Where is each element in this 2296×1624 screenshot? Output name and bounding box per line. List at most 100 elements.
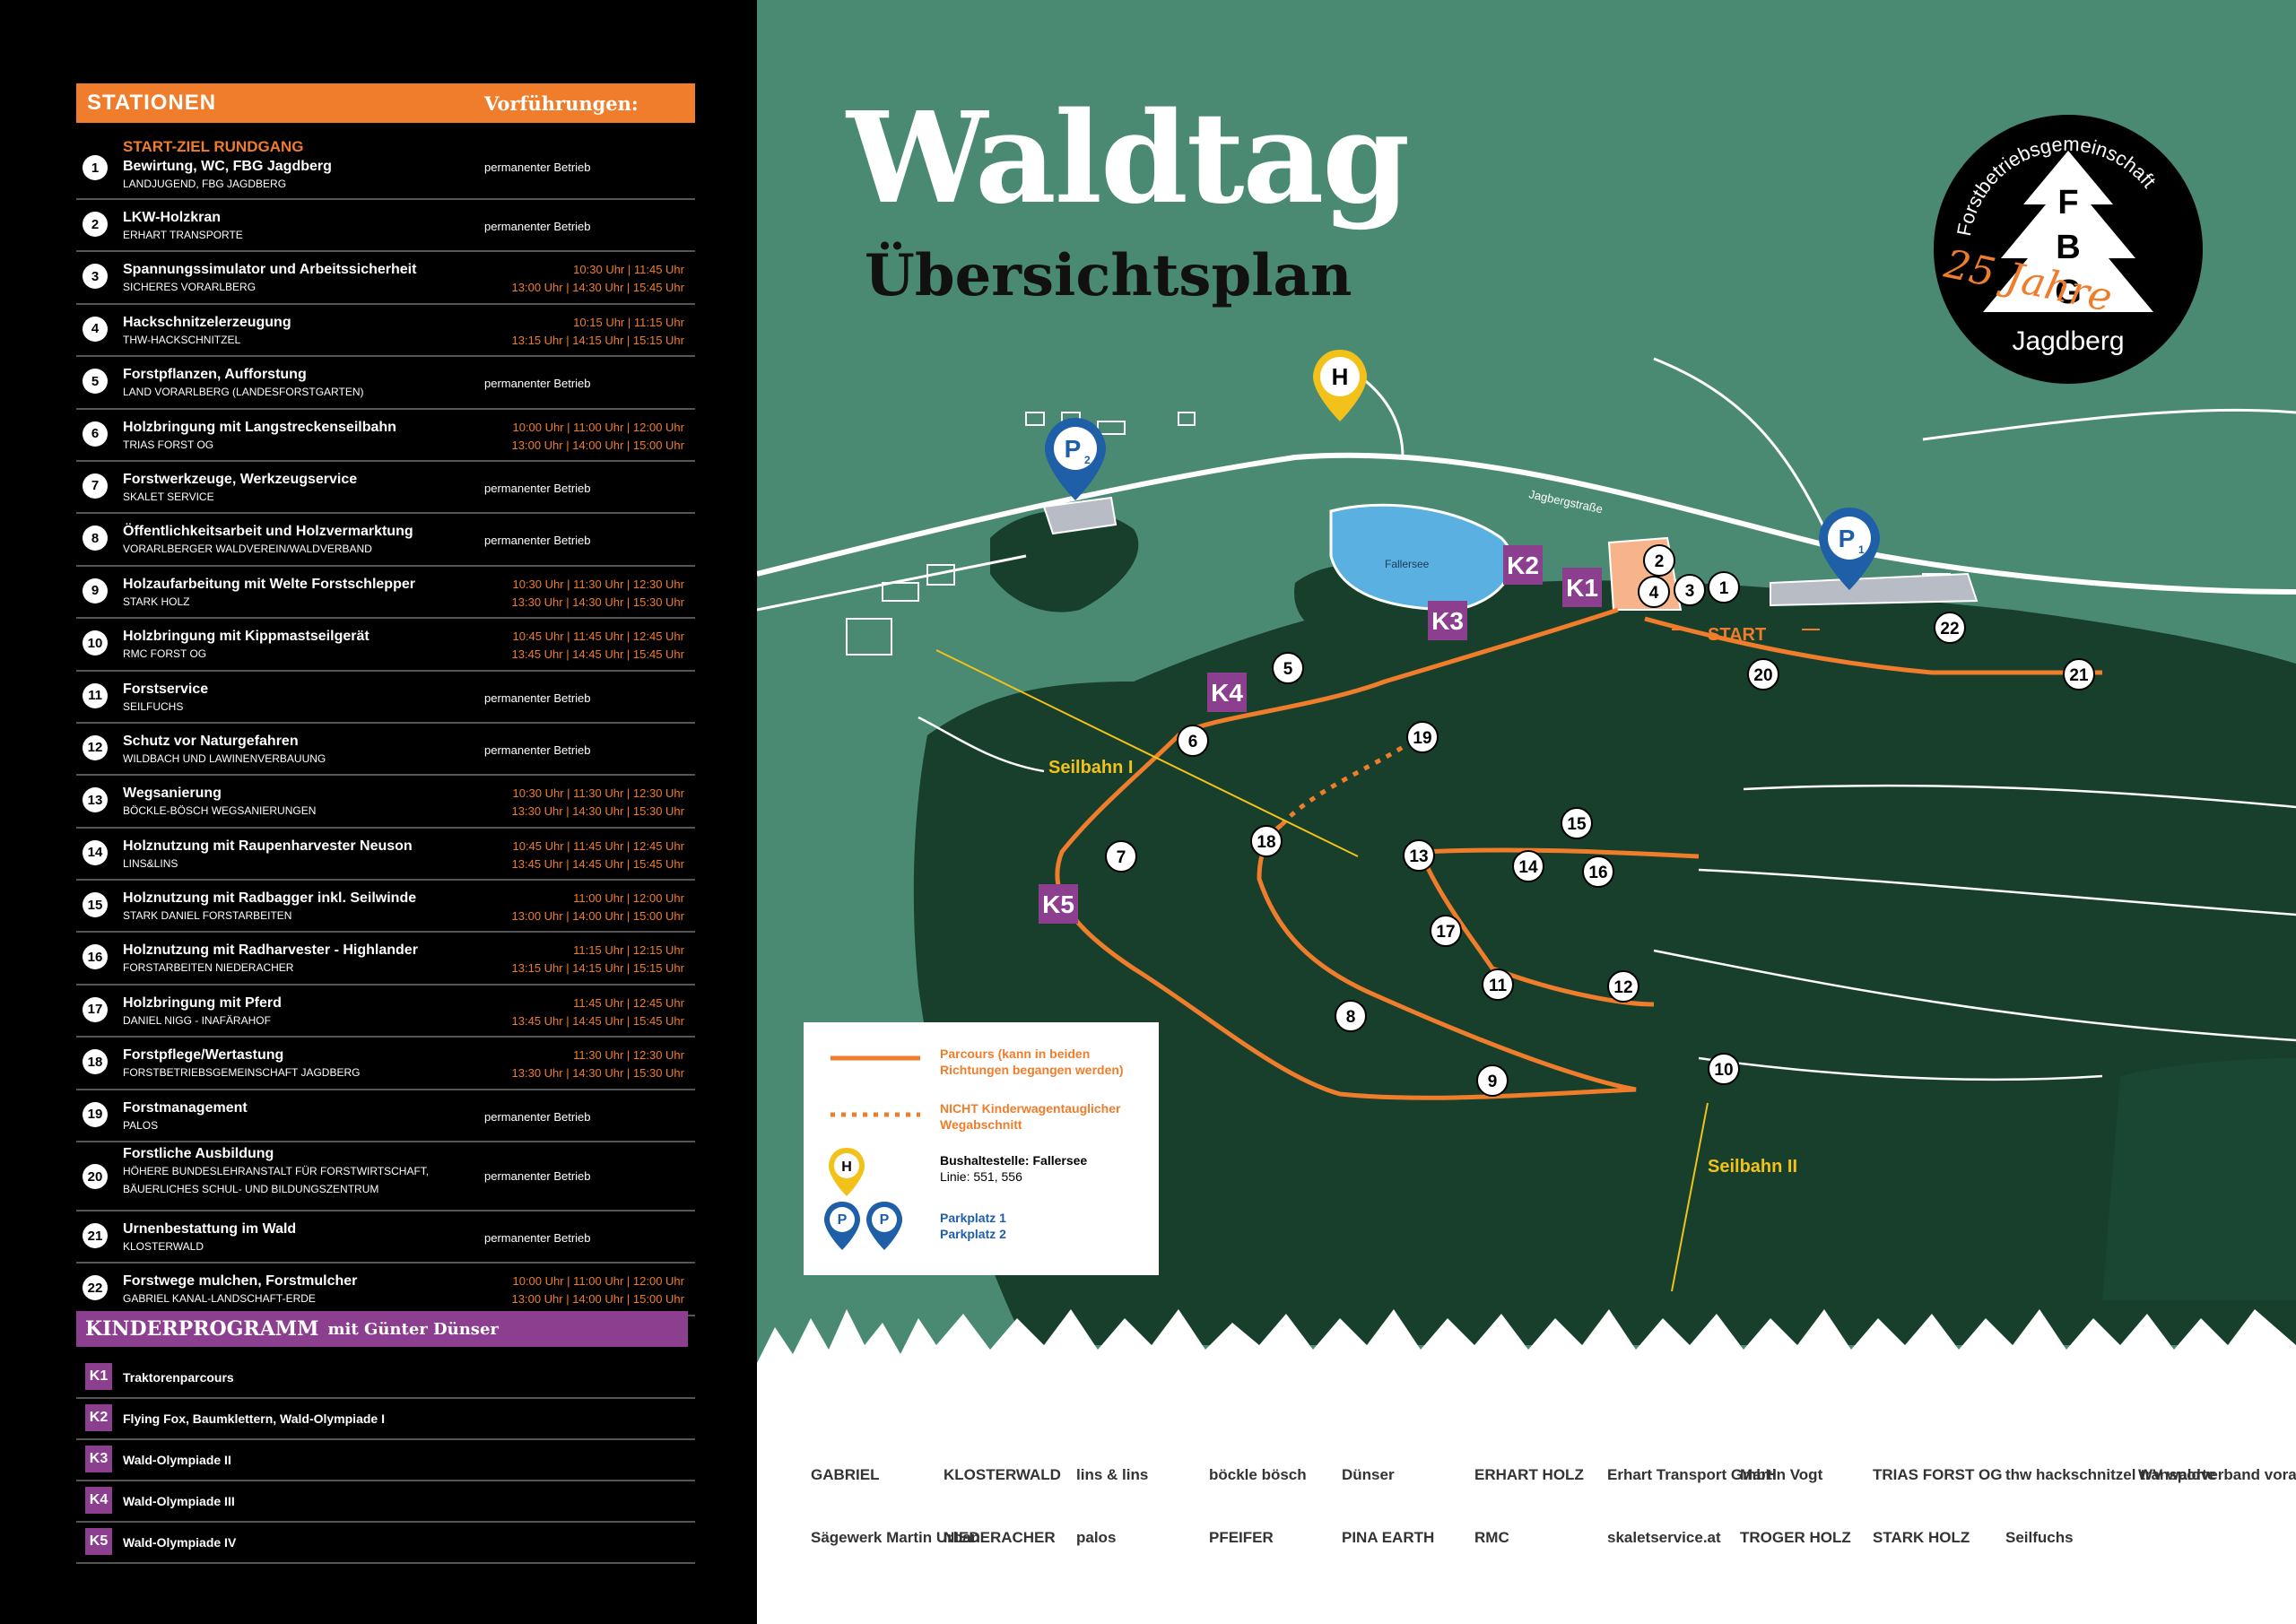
station-org: PALOS [123, 1118, 159, 1132]
station-permanent: permanenter Betrieb [484, 377, 591, 391]
station-marker[interactable]: 3 [1674, 574, 1706, 606]
station-marker[interactable]: 13 [1403, 839, 1435, 872]
parking-area-1 [1770, 572, 1979, 607]
kids-marker-label: K1 [1566, 574, 1598, 602]
station-marker[interactable]: 17 [1430, 915, 1462, 947]
legend-bus-1: Bushaltestelle: Fallersee [940, 1153, 1088, 1168]
station-org: SICHERES VORARLBERG [123, 281, 257, 294]
station-marker-label: 22 [1940, 620, 1959, 638]
station-title: LKW-Holzkran [123, 210, 222, 225]
station-title: Forstwerkzeuge, Werkzeugservice [123, 471, 358, 487]
station-marker[interactable]: 16 [1582, 855, 1614, 888]
demos-label: Vorführungen: [484, 91, 639, 115]
station-marker[interactable]: 10 [1708, 1053, 1740, 1085]
station-times-afternoon: 13:15 Uhr | 14:15 Uhr | 15:15 Uhr [511, 961, 684, 976]
station-org: THW-HACKSCHNITZEL [123, 333, 241, 346]
kids-item: K3 Wald-Olympiade II [76, 1440, 695, 1481]
station-org: VORARLBERGER WALDVEREIN/WALDVERBAND [123, 543, 372, 556]
station-marker[interactable]: 11 [1482, 968, 1514, 1001]
station-org: TRIAS FORST OG [123, 438, 214, 451]
station-marker[interactable]: 14 [1512, 850, 1544, 882]
station-number: 7 [83, 473, 108, 499]
station-marker[interactable]: 4 [1638, 576, 1670, 608]
sponsor-logo: PINA EARTH [1342, 1529, 1435, 1546]
station-number: 1 [83, 155, 108, 180]
station-marker[interactable]: 20 [1747, 658, 1779, 690]
station-number: 17 [83, 996, 108, 1022]
road-label: Jagbergstraße [1527, 487, 1604, 516]
station-org: GABRIEL KANAL-LANDSCHAFT-ERDE [123, 1292, 316, 1306]
station-marker[interactable]: 12 [1607, 970, 1639, 1003]
kids-marker-label: K2 [1507, 551, 1539, 579]
logo-letter-g: G [2055, 274, 2082, 311]
station-times-afternoon: 13:30 Uhr | 14:30 Uhr | 15:30 Uhr [511, 595, 684, 609]
station-marker[interactable]: 7 [1105, 840, 1137, 873]
kids-code-badge: K3 [85, 1446, 112, 1472]
station-marker-label: 15 [1567, 815, 1587, 834]
station-times-afternoon: 13:30 Uhr | 14:30 Uhr | 15:30 Uhr [511, 804, 684, 819]
forest-road-e [918, 716, 1045, 773]
station-title: Forstpflanzen, Aufforstung [123, 367, 307, 383]
station-marker-label: 5 [1283, 660, 1293, 679]
kids-program-header: KINDERPROGRAMM mit Günter Dünser [76, 1311, 688, 1347]
kids-marker[interactable]: K3 [1428, 601, 1467, 640]
station-marker[interactable]: 19 [1406, 721, 1439, 753]
parking-pin-1-sub: 1 [1858, 543, 1865, 556]
legend-parking2-pin-label: P [879, 1212, 890, 1228]
station-marker[interactable]: 8 [1335, 1000, 1367, 1032]
station-title: Holzaufarbeitung mit Welte Forstschleppe… [123, 576, 415, 592]
kids-label: Traktorenparcours [123, 1370, 234, 1385]
station-times-morning: 10:45 Uhr | 11:45 Uhr | 12:45 Uhr [512, 630, 684, 644]
station-title: Hackschnitzelerzeugung [123, 314, 291, 330]
sponsor-logo: Martin Vogt [1740, 1466, 1823, 1483]
station-marker[interactable]: 18 [1250, 825, 1283, 857]
route-main [1055, 607, 2102, 1100]
legend-route-solid-2: Richtungen begangen werden) [940, 1063, 1124, 1077]
station-times-morning: 11:45 Uhr | 12:45 Uhr [573, 995, 684, 1010]
station-marker[interactable]: 22 [1934, 612, 1966, 644]
station-times-afternoon: 13:45 Uhr | 14:45 Uhr | 15:45 Uhr [511, 856, 684, 871]
station-org: HÖHERE BUNDESLEHRANSTALT FÜR FORSTWIRTSC… [123, 1165, 430, 1196]
station-org: LINS&LINS [123, 856, 178, 870]
forest-road-d [1698, 1056, 2103, 1081]
station-marker[interactable]: 5 [1272, 652, 1304, 684]
station-permanent: permanenter Betrieb [484, 220, 591, 233]
station-marker-label: 12 [1613, 978, 1632, 997]
kids-marker[interactable]: K4 [1207, 673, 1247, 712]
station-marker[interactable]: 6 [1177, 725, 1209, 757]
station-title: Bewirtung, WC, FBG Jagdberg [123, 159, 332, 174]
sponsor-logo: thw hackschnitzel transporte [2005, 1466, 2216, 1483]
station-number: 15 [83, 892, 108, 918]
station-org: ERHART TRANSPORTE [123, 229, 243, 241]
station-marker[interactable]: 21 [2063, 658, 2095, 690]
forest-area-main [913, 580, 2296, 1345]
station-number: 14 [83, 839, 108, 865]
station-times-morning: 10:00 Uhr | 11:00 Uhr | 12:00 Uhr [512, 420, 684, 434]
kids-marker[interactable]: K5 [1039, 884, 1078, 924]
sponsor-logo: ERHART HOLZ [1474, 1466, 1584, 1483]
sponsor-logo: TRIAS FORST OG [1873, 1466, 2003, 1483]
legend-parking1-pin-label: P [837, 1212, 848, 1228]
station-number: 3 [83, 264, 108, 290]
station-marker[interactable]: 15 [1561, 807, 1593, 839]
kids-marker[interactable]: K2 [1503, 545, 1543, 585]
legend-route-dotted-2: Wegabschnitt [940, 1117, 1022, 1132]
station-title: Holzbringung mit Pferd [123, 994, 282, 1011]
station-marker[interactable]: 9 [1476, 1064, 1509, 1097]
station-marker[interactable]: 2 [1643, 544, 1675, 577]
kids-code-badge: K5 [85, 1528, 112, 1555]
station-marker[interactable]: 1 [1708, 571, 1740, 604]
station-number: 8 [83, 525, 108, 551]
kids-marker[interactable]: K1 [1562, 568, 1602, 607]
station-title: Spannungssimulator und Arbeitssicherheit [123, 262, 417, 278]
station-times-afternoon: 13:15 Uhr | 14:15 Uhr | 15:15 Uhr [511, 333, 684, 347]
